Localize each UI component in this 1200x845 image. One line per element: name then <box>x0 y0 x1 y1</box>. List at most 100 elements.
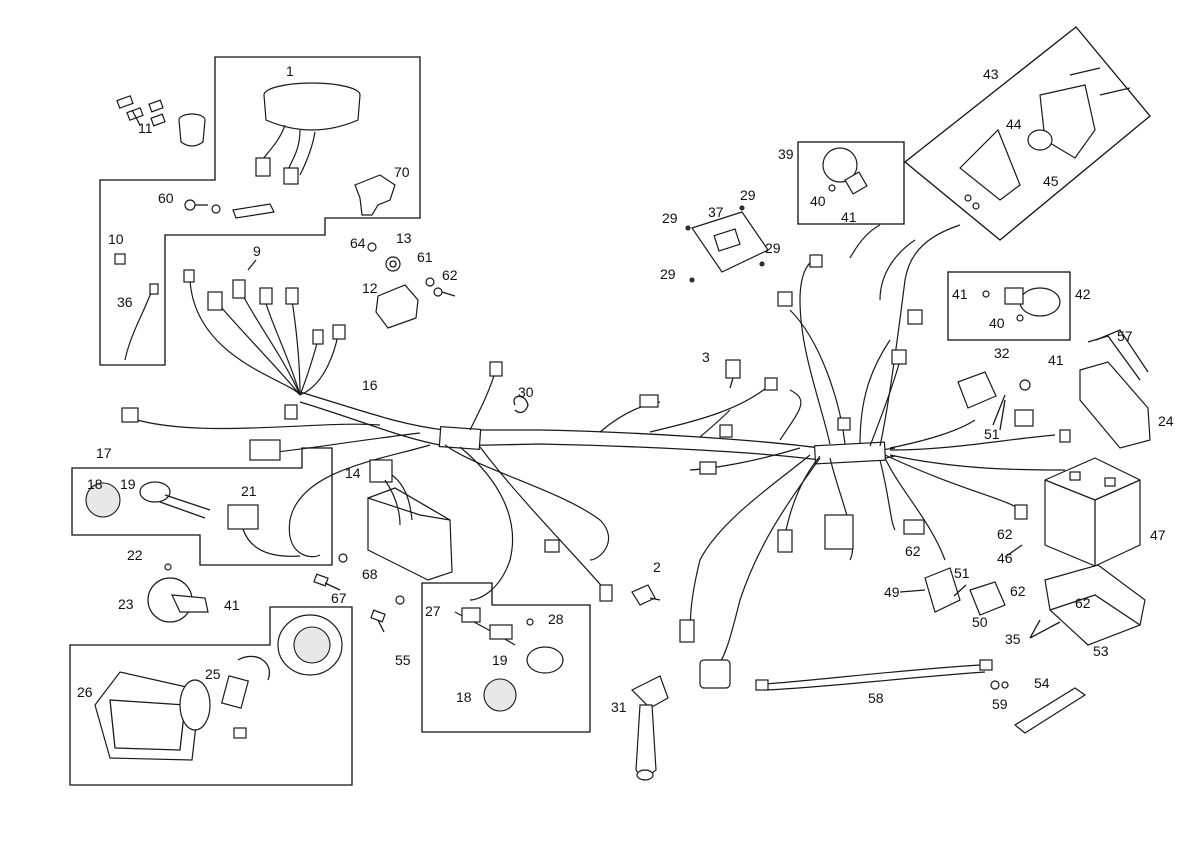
callout-64: 64 <box>350 235 366 251</box>
part-bolt-60 <box>184 199 275 219</box>
callout-12: 12 <box>362 280 378 296</box>
callout-29-c: 29 <box>765 240 781 256</box>
callout-41-a: 41 <box>224 597 240 613</box>
part-clip-30 <box>513 395 529 414</box>
part-horn <box>147 563 209 623</box>
part-bolts-67-68 <box>313 553 405 633</box>
callout-25: 25 <box>205 666 221 682</box>
part-starter-relay <box>957 371 1034 427</box>
part-ground-wire-36 <box>114 253 159 361</box>
callout-70: 70 <box>394 164 410 180</box>
part-bracket-70 <box>354 174 396 216</box>
part-rear-turn-signal <box>85 481 301 557</box>
harness-trunk-top <box>299 391 896 452</box>
callout-29-d: 29 <box>660 266 676 282</box>
callout-58: 58 <box>868 690 884 706</box>
callout-28: 28 <box>548 611 564 627</box>
callout-37: 37 <box>708 204 724 220</box>
callout-19-a: 19 <box>120 476 136 492</box>
callout-61: 61 <box>417 249 433 265</box>
callout-51-b: 51 <box>954 565 970 581</box>
callout-13: 13 <box>396 230 412 246</box>
callout-14: 14 <box>345 465 361 481</box>
callout-9: 9 <box>253 243 261 259</box>
callout-labels: 1 11 70 60 10 36 9 64 13 61 62 12 16 17 … <box>77 63 1174 715</box>
callout-62-b: 62 <box>997 526 1013 542</box>
part-tail-light <box>959 67 1131 210</box>
part-flasher-relay <box>367 242 456 329</box>
part-battery-cover <box>1044 564 1146 646</box>
callout-45: 45 <box>1043 173 1059 189</box>
callout-43: 43 <box>983 66 999 82</box>
frame-headlight <box>69 606 353 786</box>
part-sensor-2 <box>631 584 661 606</box>
callout-18-b: 18 <box>456 689 472 705</box>
callout-41-d: 41 <box>1048 352 1064 368</box>
callout-44: 44 <box>1006 116 1022 132</box>
part-key-switch <box>116 95 206 147</box>
callout-18-a: 18 <box>87 476 103 492</box>
inset-frames <box>69 26 1151 786</box>
callout-35: 35 <box>1005 631 1021 647</box>
callout-19-b: 19 <box>492 652 508 668</box>
part-cdi-unit <box>685 205 769 283</box>
callout-53: 53 <box>1093 643 1109 659</box>
frame-rear-turn-signal <box>71 447 333 566</box>
callout-31: 31 <box>611 699 627 715</box>
callout-51-a: 51 <box>984 426 1000 442</box>
callout-41-b: 41 <box>841 209 857 225</box>
callout-17: 17 <box>96 445 112 461</box>
connectors <box>121 254 1071 689</box>
callout-26: 26 <box>77 684 93 700</box>
frame-bulb-39 <box>797 141 905 225</box>
part-front-turn-signal <box>454 607 564 712</box>
callout-62-e: 62 <box>1075 595 1091 611</box>
harness-tape-left <box>438 425 482 451</box>
callout-24: 24 <box>1158 413 1174 429</box>
callout-55: 55 <box>395 652 411 668</box>
frame-instrument-cluster <box>99 56 421 366</box>
callout-11: 11 <box>138 120 153 136</box>
callout-3: 3 <box>702 349 710 365</box>
part-battery <box>1044 457 1141 567</box>
leader-lines <box>131 109 1061 639</box>
callout-10: 10 <box>108 231 124 247</box>
part-battery-tray <box>1079 329 1151 449</box>
callout-68: 68 <box>362 566 378 582</box>
callout-16: 16 <box>362 377 378 393</box>
callout-41-c: 41 <box>952 286 968 302</box>
callout-62-c: 62 <box>905 543 921 559</box>
part-cable-58 <box>755 659 1009 691</box>
callout-57: 57 <box>1117 328 1133 344</box>
callout-29-a: 29 <box>662 210 678 226</box>
frame-bulb-42 <box>947 271 1071 341</box>
callout-59: 59 <box>992 696 1008 712</box>
part-ignition-coil <box>630 675 669 781</box>
callout-1: 1 <box>286 63 294 79</box>
part-bulb-39 <box>822 147 868 195</box>
part-headlight <box>94 614 343 761</box>
main-wiring-harness <box>129 224 1066 679</box>
callout-62-d: 62 <box>1010 583 1026 599</box>
callout-60: 60 <box>158 190 174 206</box>
callout-62-a: 62 <box>442 267 458 283</box>
callout-23: 23 <box>118 596 134 612</box>
callout-40-b: 40 <box>989 315 1005 331</box>
callout-42: 42 <box>1075 286 1091 302</box>
callout-47: 47 <box>1150 527 1166 543</box>
part-voltage-regulator <box>367 459 453 581</box>
callout-27: 27 <box>425 603 441 619</box>
part-switch-3 <box>725 359 741 389</box>
callout-29-b: 29 <box>740 187 756 203</box>
callout-40-a: 40 <box>810 193 826 209</box>
harness-tape-right <box>813 441 887 465</box>
callout-21: 21 <box>241 483 257 499</box>
callout-36: 36 <box>117 294 133 310</box>
callout-54: 54 <box>1034 675 1050 691</box>
callout-49: 49 <box>884 584 900 600</box>
callout-2: 2 <box>653 559 661 575</box>
part-instrument-cluster <box>255 82 361 185</box>
part-relay-49 <box>924 567 1006 616</box>
callout-32: 32 <box>994 345 1010 361</box>
